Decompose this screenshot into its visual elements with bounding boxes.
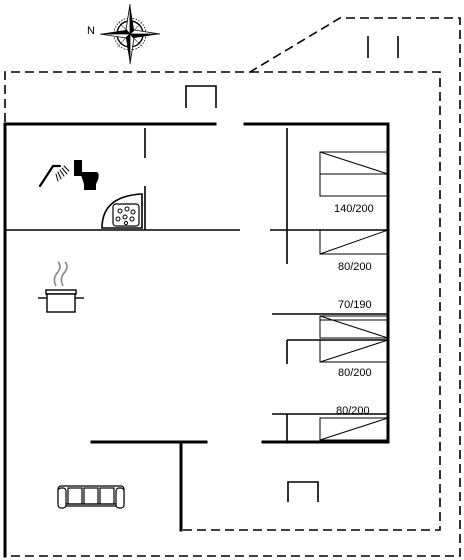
bed-label: 70/190 — [338, 299, 372, 311]
compass-north-label: N — [87, 25, 95, 37]
compass-rose-icon — [99, 3, 161, 65]
bed-label: 140/200 — [334, 203, 374, 215]
bed-1 — [319, 151, 389, 197]
sofa-icon — [57, 485, 125, 509]
bed-label: 80/200 — [336, 405, 370, 417]
cooking-pot-icon — [38, 261, 84, 313]
bed-5 — [319, 417, 389, 441]
bed-4 — [319, 339, 389, 363]
shower-icon — [38, 164, 70, 188]
interior-partitions — [5, 128, 388, 442]
stove-icon — [101, 193, 143, 229]
terrace-outline — [4, 17, 461, 557]
bed-label: 80/200 — [338, 261, 372, 273]
chimney-markers — [185, 36, 399, 502]
toilet-icon — [74, 160, 99, 190]
bed-2 — [319, 229, 389, 255]
bed-3 — [319, 315, 389, 339]
bed-label: 80/200 — [338, 367, 372, 379]
